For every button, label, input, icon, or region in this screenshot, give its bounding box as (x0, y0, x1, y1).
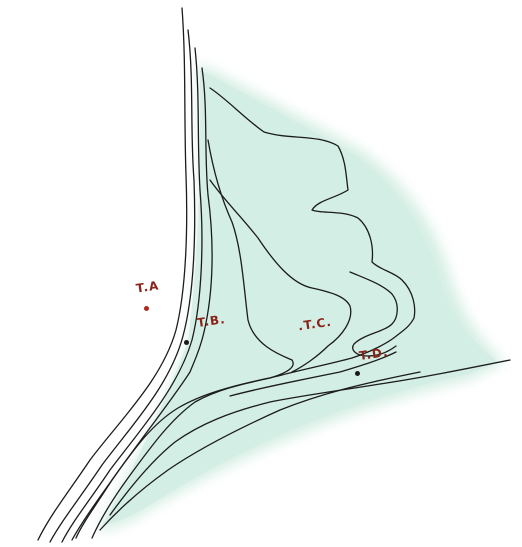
point-d-marker (355, 371, 360, 376)
point-a-marker (144, 306, 149, 311)
shaded-area (102, 70, 498, 526)
point-b-marker (184, 340, 189, 345)
